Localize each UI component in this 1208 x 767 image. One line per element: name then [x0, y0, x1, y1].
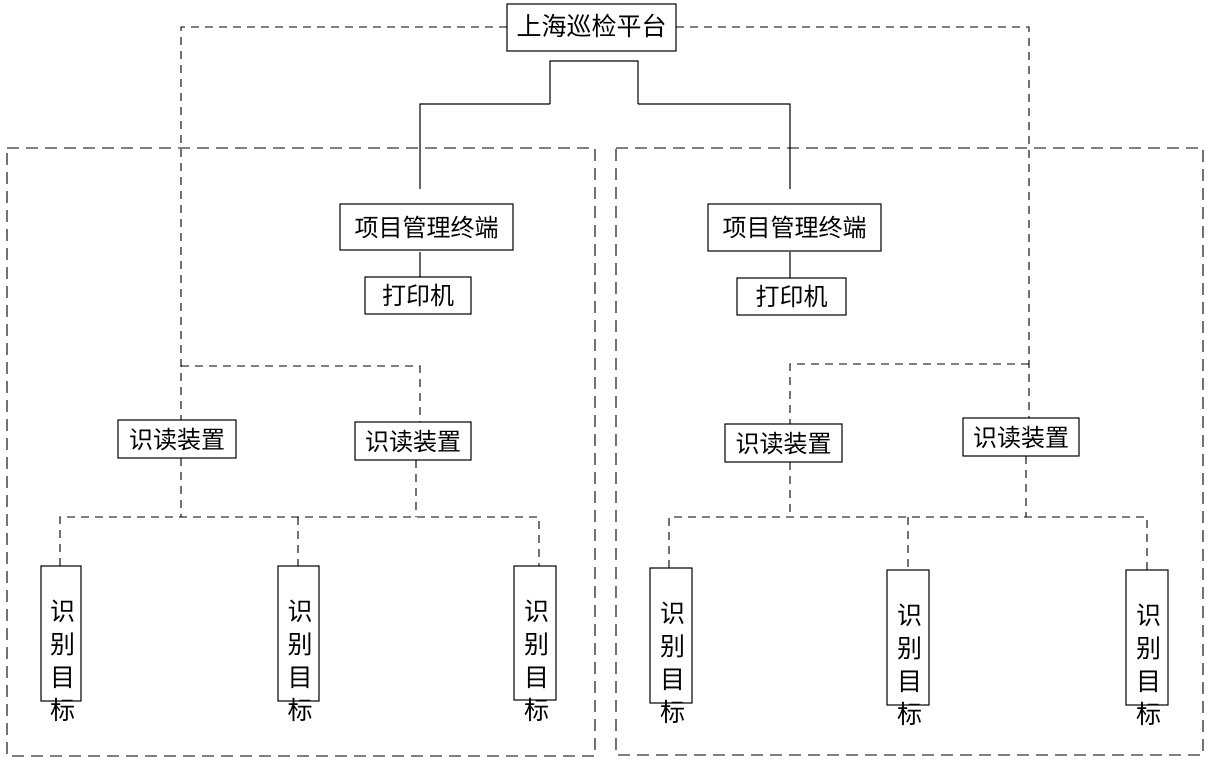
- left-target-1-label: 识别目标: [47, 598, 76, 730]
- left-terminal-label: 项目管理终端: [355, 214, 499, 242]
- platform-connector: [549, 60, 639, 104]
- right-target-3-label: 识别目标: [1133, 602, 1162, 734]
- platform-to-right-reader-b-link: [676, 26, 1030, 418]
- platform-node: 上海巡检平台: [506, 3, 677, 52]
- left-target-1-node: 识别目标: [40, 565, 82, 730]
- left-terminal-node: 项目管理终端: [339, 203, 514, 251]
- right-terminal-label: 项目管理终端: [723, 214, 867, 242]
- right-printer-label: 打印机: [756, 283, 828, 311]
- left-reader-b-label: 识读装置: [365, 428, 461, 456]
- platform-to-right-reader-a-link: [789, 363, 1029, 424]
- platform-to-left-reader-b-link: [181, 365, 421, 422]
- right-terminal-node: 项目管理终端: [707, 203, 882, 252]
- right-reader-a-label: 识读装置: [736, 430, 832, 458]
- left-target-2-node: 识别目标: [277, 565, 320, 730]
- left-reader-a-label: 识读装置: [129, 426, 225, 454]
- platform-to-left-reader-a-link: [180, 26, 507, 420]
- platform-label: 上海巡检平台: [516, 12, 666, 41]
- left-target-2-label: 识别目标: [284, 598, 313, 730]
- left-reader-a-node: 识读装置: [117, 419, 237, 459]
- right-terminal-connector: [638, 103, 791, 189]
- left-terminal-connector: [419, 103, 550, 189]
- right-target-1-node: 识别目标: [649, 567, 693, 732]
- left-region-boundary: [6, 147, 596, 757]
- left-target-3-label: 识别目标: [521, 598, 550, 730]
- right-reader-b-node: 识读装置: [962, 417, 1080, 457]
- left-printer-node: 打印机: [364, 276, 472, 315]
- left-target-bus: [59, 516, 540, 566]
- left-printer-label: 打印机: [382, 282, 454, 310]
- right-target-3-node: 识别目标: [1125, 569, 1169, 734]
- right-reader-a-node: 识读装置: [724, 423, 843, 463]
- right-target-2-label: 识别目标: [894, 602, 923, 734]
- right-printer-node: 打印机: [736, 277, 847, 316]
- right-target-1-label: 识别目标: [657, 600, 686, 732]
- right-target-2-node: 识别目标: [886, 569, 930, 734]
- left-target-3-node: 识别目标: [513, 565, 557, 730]
- right-region-boundary: [615, 147, 1204, 756]
- left-reader-b-node: 识读装置: [354, 421, 472, 461]
- right-reader-b-label: 识读装置: [973, 424, 1069, 452]
